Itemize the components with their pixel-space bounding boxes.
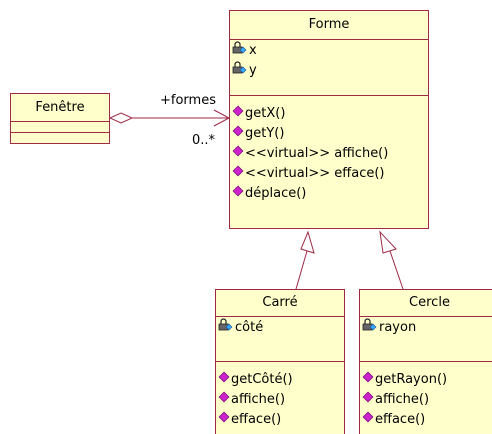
generalization-triangle-carre <box>300 230 315 254</box>
operation-efface: efface() <box>375 412 426 427</box>
operation-affiche: affiche() <box>375 392 430 407</box>
class-carre[interactable]: Carré côté getCôté() affiche() efface() <box>215 289 345 434</box>
attribute-row: x <box>232 40 428 62</box>
operation-getcote: getCôté() <box>231 372 293 387</box>
private-attribute-icon <box>232 60 248 82</box>
operation-row: getRayon() <box>362 370 492 390</box>
public-operation-icon <box>362 370 374 390</box>
association-role-label: +formes <box>160 93 216 108</box>
private-attribute-icon <box>362 317 378 339</box>
operation-row: déplace() <box>232 184 428 204</box>
attribute-row: côté <box>218 317 344 339</box>
operation-row: getCôté() <box>218 370 344 390</box>
public-operation-icon <box>362 390 374 410</box>
class-fenetre-attributes <box>11 122 109 133</box>
class-forme-attributes: x y <box>230 40 428 96</box>
class-fenetre-operations <box>11 133 109 144</box>
class-forme-operations: getX() getY() <<virtual>> affiche() <<vi… <box>230 96 428 207</box>
attribute-rayon: rayon <box>379 320 417 335</box>
private-attribute-icon <box>232 40 248 62</box>
association-multiplicity-label: 0..* <box>192 133 216 148</box>
class-carre-name: Carré <box>216 290 344 317</box>
operation-affiche: <<virtual>> affiche() <box>245 146 389 161</box>
attribute-row: y <box>232 60 428 82</box>
class-cercle-name: Cercle <box>360 290 492 317</box>
operation-deplace: déplace() <box>245 186 307 201</box>
operation-efface: efface() <box>231 412 282 427</box>
public-operation-icon <box>218 370 230 390</box>
generalization-triangle-cercle <box>379 230 397 254</box>
operation-row: efface() <box>362 410 492 430</box>
public-operation-icon <box>218 410 230 430</box>
class-fenetre[interactable]: Fenêtre <box>10 93 110 144</box>
class-cercle-attributes: rayon <box>360 317 492 362</box>
class-cercle-operations: getRayon() affiche() efface() <box>360 362 492 433</box>
operation-row: efface() <box>218 410 344 430</box>
operation-row: getX() <box>232 104 428 124</box>
operation-row: affiche() <box>362 390 492 410</box>
class-carre-operations: getCôté() affiche() efface() <box>216 362 344 433</box>
operation-getx: getX() <box>245 106 286 121</box>
public-operation-icon <box>232 184 244 204</box>
operation-gety: getY() <box>245 126 285 141</box>
public-operation-icon <box>232 104 244 124</box>
attribute-row: rayon <box>362 317 492 339</box>
class-forme-name: Forme <box>230 11 428 40</box>
generalization-line-carre[interactable] <box>295 250 308 290</box>
public-operation-icon <box>218 390 230 410</box>
generalization-line-cercle[interactable] <box>389 250 404 290</box>
attribute-cote: côté <box>235 320 264 335</box>
operation-getrayon: getRayon() <box>375 372 448 387</box>
operation-row: affiche() <box>218 390 344 410</box>
public-operation-icon <box>232 124 244 144</box>
class-fenetre-name: Fenêtre <box>11 94 109 122</box>
attribute-x: x <box>249 43 257 58</box>
attribute-y: y <box>249 63 257 78</box>
aggregation-diamond[interactable] <box>108 112 134 124</box>
public-operation-icon <box>362 410 374 430</box>
class-carre-attributes: côté <box>216 317 344 362</box>
public-operation-icon <box>232 164 244 184</box>
class-cercle[interactable]: Cercle rayon getRayon() affiche() efface… <box>359 289 492 434</box>
operation-row: <<virtual>> efface() <box>232 164 428 184</box>
operation-affiche: affiche() <box>231 392 286 407</box>
public-operation-icon <box>232 144 244 164</box>
class-forme[interactable]: Forme x y getX() getY() <<virtual>> affi… <box>229 10 429 229</box>
private-attribute-icon <box>218 317 234 339</box>
operation-row: getY() <box>232 124 428 144</box>
operation-efface: <<virtual>> efface() <box>245 166 385 181</box>
operation-row: <<virtual>> affiche() <box>232 144 428 164</box>
